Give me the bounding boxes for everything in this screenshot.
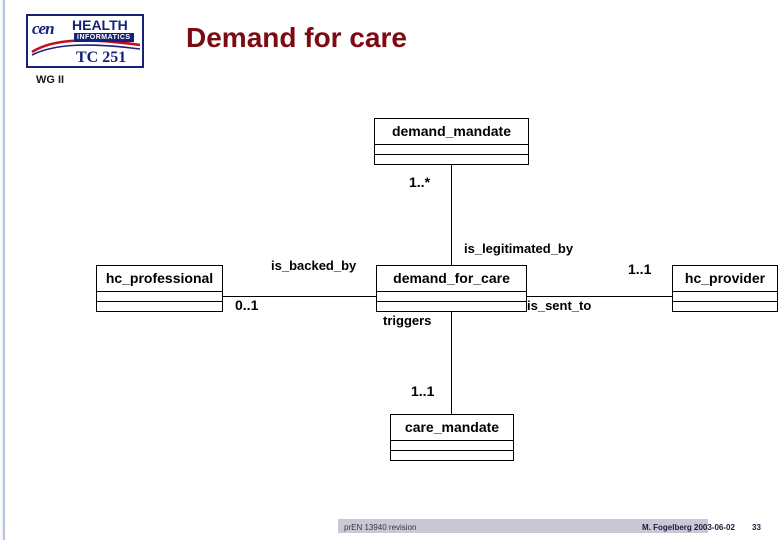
association-label-is-backed-by: is_backed_by (271, 258, 357, 273)
uml-operations-compartment (375, 155, 528, 164)
uml-operations-compartment (673, 302, 777, 311)
footer-page-number: 33 (752, 523, 761, 532)
uml-class-name: demand_mandate (375, 119, 528, 145)
uml-class-name: demand_for_care (377, 266, 526, 292)
uml-operations-compartment (97, 302, 222, 311)
page-title: Demand for care (186, 22, 407, 53)
association-label-is-legitimated-by: is_legitimated_by (464, 241, 574, 256)
logo-health-text: HEALTH (72, 17, 128, 33)
uml-operations-compartment (391, 451, 513, 460)
logo-tc-text: TC 251 (76, 49, 127, 66)
page-subtitle: WG II (36, 74, 65, 86)
uml-class-demand-mandate[interactable]: demand_mandate (374, 118, 529, 165)
association-label-triggers: triggers (383, 313, 432, 328)
association-label-is-sent-to: is_sent_to (527, 298, 592, 313)
connector-demand-for-care-to-care-mandate (451, 310, 452, 414)
logo-informatics-text: INFORMATICS (74, 33, 134, 42)
connector-demand-for-care-to-hc-provider (526, 296, 673, 297)
uml-class-name: hc_professional (97, 266, 222, 292)
multiplicity-demand-mandate: 1..* (409, 174, 431, 190)
multiplicity-hc-professional: 0..1 (235, 297, 259, 313)
multiplicity-care-mandate: 1..1 (411, 383, 435, 399)
logo-cen-text: cen (32, 19, 55, 38)
cen-health-informatics-logo: cen HEALTH INFORMATICS TC 251 (26, 14, 144, 68)
multiplicity-hc-provider: 1..1 (628, 261, 652, 277)
uml-attributes-compartment (377, 292, 526, 302)
footer-bar (338, 519, 708, 533)
left-edge-line (3, 0, 5, 540)
footer-document-name: prEN 13940 revision (344, 523, 417, 532)
uml-class-hc-professional[interactable]: hc_professional (96, 265, 223, 312)
uml-attributes-compartment (375, 145, 528, 155)
footer-author-date: M. Fogelberg 2003-06-02 (642, 523, 735, 532)
uml-class-care-mandate[interactable]: care_mandate (390, 414, 514, 461)
uml-class-name: care_mandate (391, 415, 513, 441)
connector-demand-for-care-to-demand-mandate (451, 165, 452, 265)
uml-class-name: hc_provider (673, 266, 777, 292)
uml-operations-compartment (377, 302, 526, 311)
uml-class-hc-provider[interactable]: hc_provider (672, 265, 778, 312)
uml-attributes-compartment (673, 292, 777, 302)
uml-attributes-compartment (391, 441, 513, 451)
uml-attributes-compartment (97, 292, 222, 302)
connector-hc-professional-to-demand-for-care (222, 296, 377, 297)
uml-class-demand-for-care[interactable]: demand_for_care (376, 265, 527, 312)
